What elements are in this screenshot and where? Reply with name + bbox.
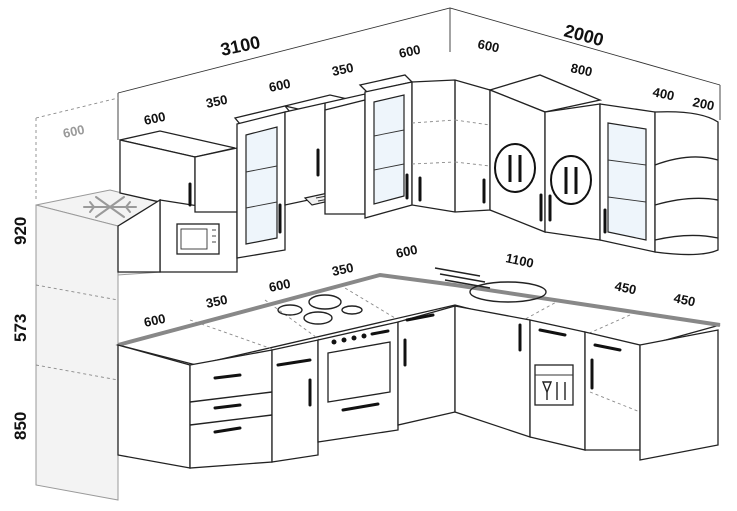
oven-icon: [327, 329, 391, 412]
dim-lower-right-1: 1100: [504, 250, 535, 271]
dim-height-top: 920: [11, 217, 30, 245]
dim-upper-right-3: 200: [691, 94, 715, 113]
lower-cabinets-left: [117, 305, 456, 469]
dim-height-bottom: 850: [11, 412, 30, 440]
upper-corner-cabinet: [411, 79, 491, 213]
upper-cabinets-left: [117, 74, 414, 273]
sink-icon: [434, 267, 547, 303]
wall-outline: [35, 7, 721, 200]
microwave-icon: [176, 223, 220, 255]
countertop: [115, 267, 721, 366]
dim-upper-2: 350: [205, 92, 229, 111]
dim-upper-right-2: 400: [651, 84, 675, 103]
snowflake-icon: [83, 196, 137, 218]
lower-cabinets-right: [454, 305, 719, 461]
dim-lower-right-3: 450: [672, 290, 696, 309]
dim-lower-1: 600: [143, 311, 167, 330]
fork-knife-icon: [494, 143, 536, 193]
dim-upper-right-1: 800: [569, 60, 593, 79]
cooktop-icon: [277, 294, 363, 325]
dim-height-mid: 573: [11, 314, 30, 342]
dim-fridge-depth: 600: [62, 122, 86, 141]
dim-upper-corner: 600: [476, 36, 500, 55]
dim-lower-5: 600: [395, 242, 419, 261]
dim-lower-right-2: 450: [613, 278, 637, 297]
dim-upper-4: 350: [331, 60, 355, 79]
dim-lower-2: 350: [205, 292, 229, 311]
upper-cabinets-right: [488, 74, 719, 256]
dim-upper-1: 600: [143, 109, 167, 128]
dishwasher-icon: [534, 364, 574, 406]
dim-lower-3: 600: [268, 276, 292, 295]
dimension-labels: 3100 2000 600 350 600 350 600 600 800 40…: [11, 21, 716, 440]
dim-upper-5: 600: [398, 42, 422, 61]
fork-knife-icon: [550, 155, 592, 205]
dim-upper-3: 600: [268, 76, 292, 95]
dim-lower-4: 350: [331, 260, 355, 279]
dim-total-left: 3100: [219, 32, 262, 60]
